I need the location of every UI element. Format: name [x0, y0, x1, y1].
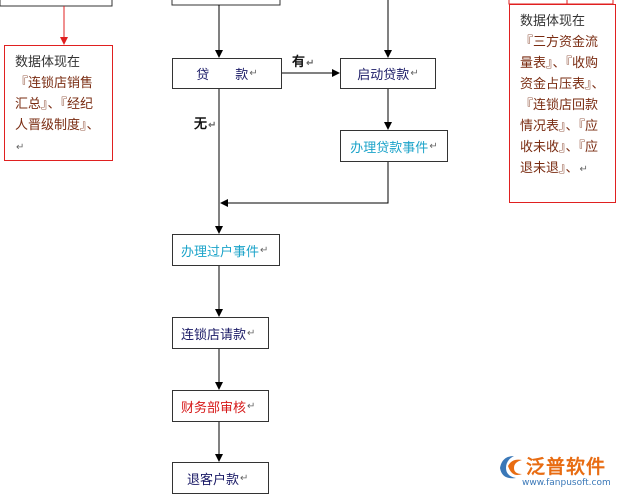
- loan-step: 贷 款↵: [172, 58, 282, 89]
- refund-step-label: 退客户款: [187, 472, 240, 488]
- branch-yes-label: 有↵: [292, 55, 315, 70]
- return-mark: ↵: [249, 68, 258, 79]
- logo-icon: [500, 456, 522, 479]
- handle-loan-step: 办理贷款事件↵: [340, 130, 448, 162]
- logo-url: www.fanpusoft.com: [522, 478, 611, 488]
- return-mark: ↵: [410, 68, 419, 79]
- start-loan-step-label: 启动贷款: [357, 68, 410, 83]
- right-note-body: 『三方资金流量表』、『收购资金占压表』、『连锁店回款情况表』、『应收未收』、『应…: [520, 35, 605, 176]
- logo-name: 泛普软件: [526, 456, 607, 478]
- right-data-note: 数据体现在『三方资金流量表』、『收购资金占压表』、『连锁店回款情况表』、『应收未…: [509, 4, 616, 203]
- return-mark: ↵: [247, 400, 256, 412]
- handle-transfer-step-label: 办理过户事件: [181, 244, 260, 260]
- right-note-lead: 数据体现在: [520, 14, 586, 29]
- handle-transfer-step: 办理过户事件↵: [172, 234, 280, 266]
- start-loan-step: 启动贷款↵: [340, 58, 436, 89]
- top-center-partial-box: [171, 0, 281, 6]
- left-note-body: 『连锁店销售汇总』、『经纪人晋级制度』、: [15, 76, 100, 133]
- return-mark: ↵: [260, 244, 269, 256]
- store-request-step-label: 连锁店请款: [181, 327, 247, 343]
- handle-loan-step-label: 办理贷款事件: [350, 140, 429, 156]
- refund-step: 退客户款↵: [172, 462, 269, 494]
- left-data-note: 数据体现在『连锁店销售汇总』、『经纪人晋级制度』、 ↵: [4, 45, 113, 161]
- branch-no-label: 无↵: [194, 117, 217, 132]
- return-mark: ↵: [579, 164, 588, 175]
- return-mark: ↵: [306, 58, 315, 69]
- fanpu-logo: 泛普软件 www.fanpusoft.com: [496, 450, 624, 496]
- store-request-step: 连锁店请款↵: [172, 317, 269, 349]
- finance-review-step: 财务部审核↵: [172, 390, 269, 422]
- top-left-partial-box: [0, 0, 113, 7]
- finance-review-step-label: 财务部审核: [181, 400, 247, 416]
- return-mark: ↵: [240, 472, 249, 484]
- loan-step-label: 贷 款: [196, 68, 249, 83]
- left-note-lead: 数据体现在: [15, 55, 81, 70]
- return-mark: ↵: [16, 142, 25, 153]
- handle-loan-merge-line: [220, 162, 389, 207]
- return-mark: ↵: [247, 327, 256, 339]
- return-mark: ↵: [429, 140, 438, 152]
- return-mark: ↵: [208, 120, 217, 131]
